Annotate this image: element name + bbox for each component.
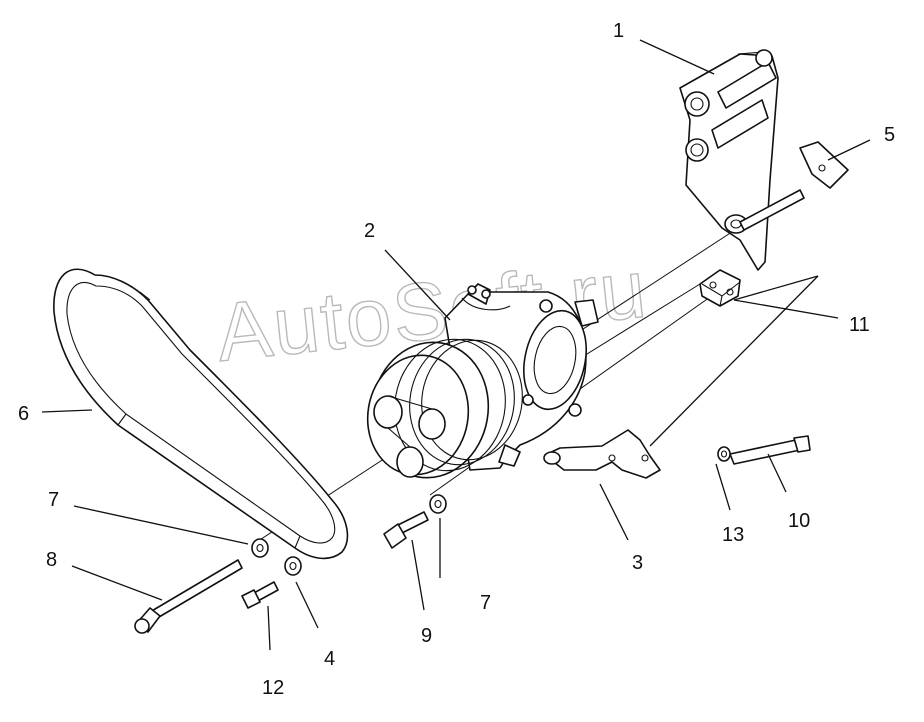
spacer-block-5: [799, 141, 849, 189]
mounting-bracket: [679, 49, 805, 271]
washer-13: [717, 446, 731, 462]
callout-labels: 1 2 3 4 5 6 7 7 8 9 10 11 12 13: [18, 20, 895, 699]
callout-2: 2: [364, 220, 375, 242]
callout-6: 6: [18, 403, 29, 425]
washer-7-left: [251, 538, 269, 558]
compressor: [366, 283, 599, 479]
nut-plate-11: [699, 269, 741, 307]
leader-lines: [41, 39, 871, 651]
callout-11: 11: [849, 314, 870, 336]
washer-4: [284, 556, 302, 576]
bolt-9: [383, 511, 429, 549]
washer-7-right: [429, 494, 447, 514]
long-bolt-10: [729, 435, 811, 465]
long-bolt-8: [134, 559, 243, 634]
callout-3: 3: [632, 552, 643, 574]
bolt-12: [241, 581, 279, 609]
callout-12: 12: [262, 677, 284, 699]
callout-7-right: 7: [480, 592, 491, 614]
drive-belt: [53, 268, 349, 560]
callout-13: 13: [722, 524, 744, 546]
lower-bracket: [543, 429, 661, 479]
callout-5: 5: [884, 124, 895, 146]
callout-7-left: 7: [48, 489, 59, 511]
callout-1: 1: [613, 20, 624, 42]
callout-10: 10: [788, 510, 810, 532]
callout-8: 8: [46, 549, 57, 571]
callout-4: 4: [324, 648, 335, 670]
callout-9: 9: [421, 625, 432, 647]
